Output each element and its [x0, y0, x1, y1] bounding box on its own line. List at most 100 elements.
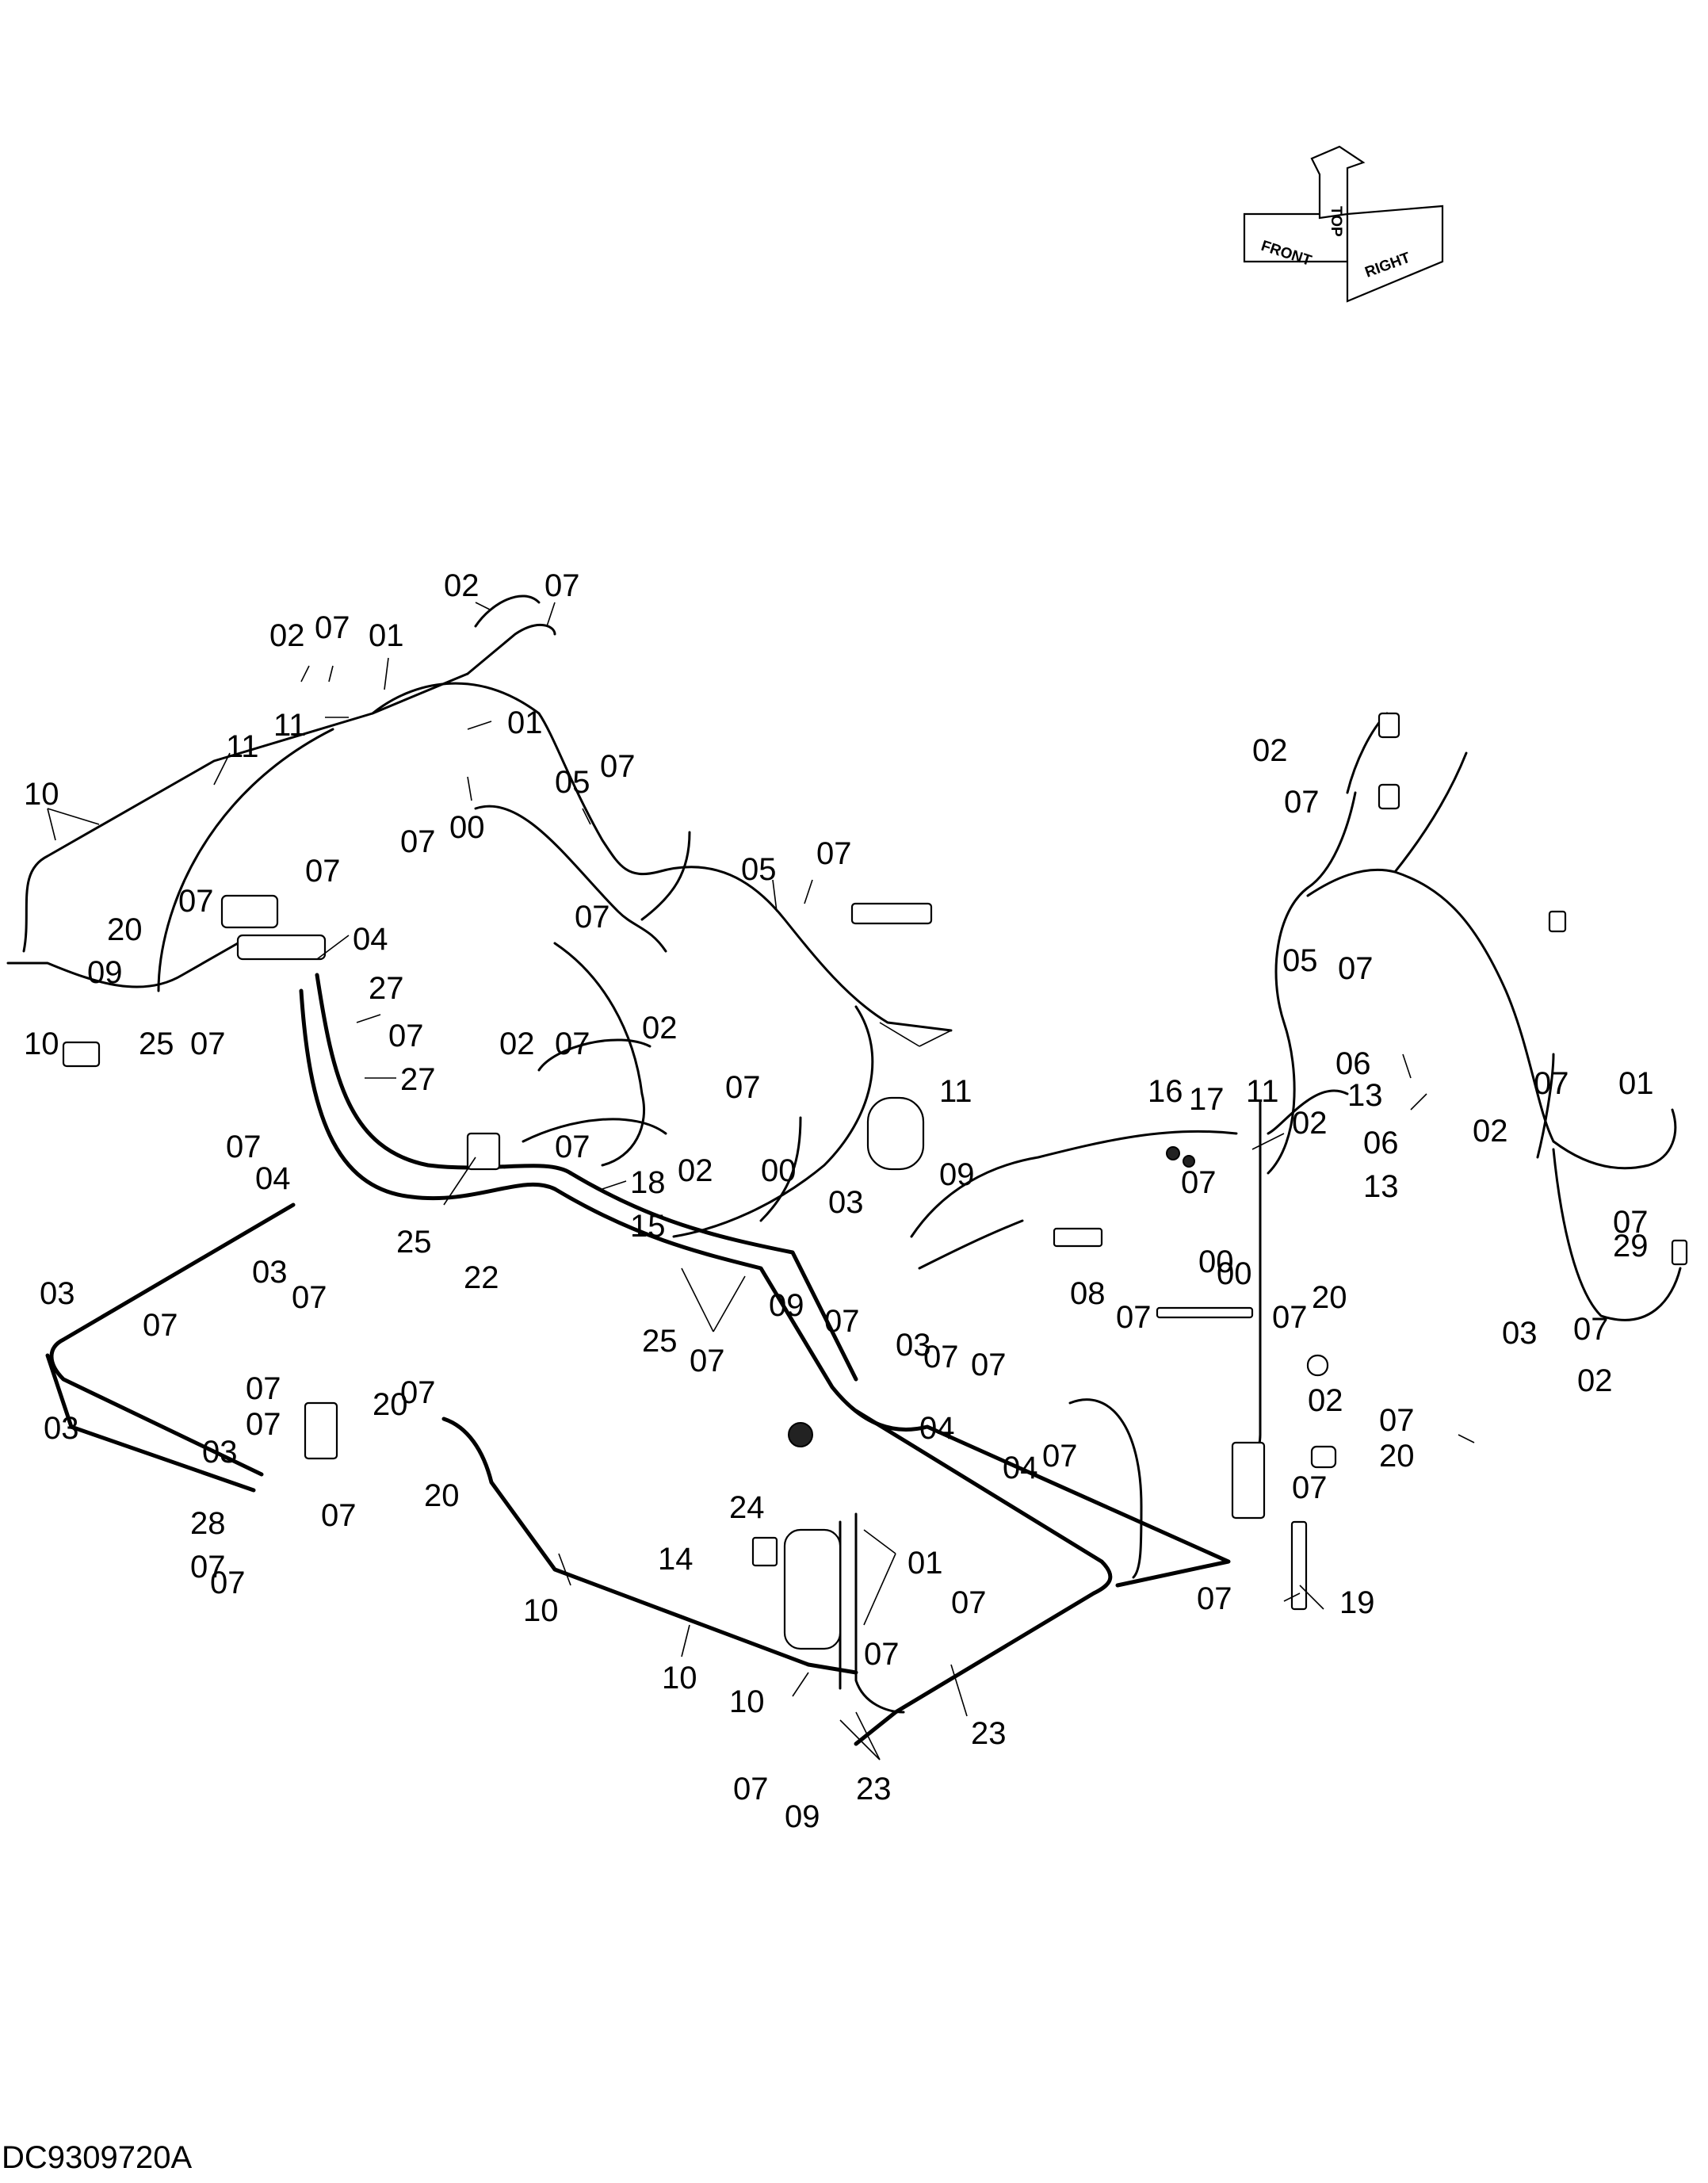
- callout: 07: [1573, 1312, 1609, 1347]
- wire-right-far: [1552, 1108, 1677, 1170]
- callout: 07: [388, 1019, 424, 1053]
- callout: 11: [226, 729, 259, 764]
- callout: 23: [856, 1772, 892, 1806]
- connector-round: [788, 1422, 813, 1447]
- callout: 07: [544, 568, 580, 603]
- callout: 05: [741, 852, 777, 887]
- callout: 10: [729, 1684, 765, 1719]
- wire-bottom-center: [854, 1512, 905, 1714]
- callout: 07: [1338, 951, 1374, 986]
- callout: 20: [1312, 1280, 1347, 1315]
- callout: 02: [678, 1153, 713, 1188]
- connector-right-top2: [1377, 783, 1400, 810]
- wire-frame-bottom: [854, 1409, 1113, 1746]
- callout: 10: [662, 1661, 697, 1696]
- fuse-box-right: [1231, 1441, 1266, 1520]
- callout: 03: [1502, 1316, 1538, 1351]
- wire-frame-right2: [568, 1171, 858, 1382]
- wire-right-top-a: [1306, 868, 1555, 1143]
- callout: 17: [1189, 1082, 1225, 1117]
- wire-center-d: [640, 831, 691, 921]
- callout: 03: [40, 1276, 75, 1311]
- callout: 07: [1292, 1470, 1328, 1505]
- callout: 09: [939, 1157, 975, 1192]
- callout: 02: [499, 1027, 535, 1061]
- wire-center-e: [672, 1005, 874, 1238]
- callout: 10: [523, 1593, 559, 1628]
- callout: 03: [252, 1255, 288, 1290]
- callout-labels: 02 07 02 07 01 11 01 11 10 05 07 07 00 0…: [24, 568, 1654, 1834]
- callout: 04: [255, 1161, 291, 1196]
- callout: 11: [939, 1074, 972, 1109]
- callout: 02: [1308, 1383, 1343, 1418]
- callout: 07: [143, 1308, 178, 1343]
- callout: 09: [769, 1288, 804, 1323]
- callout: 11: [1246, 1074, 1279, 1109]
- callout: 01: [1618, 1066, 1654, 1101]
- callout: 03: [896, 1328, 931, 1363]
- wire-right-mid2: [1267, 1089, 1349, 1135]
- components: [62, 712, 1688, 1650]
- callout: 00: [1198, 1244, 1234, 1279]
- callout: 01: [907, 1546, 943, 1581]
- callout: 25: [139, 1027, 174, 1061]
- callout: 07: [725, 1070, 761, 1105]
- grommet-17: [1183, 1155, 1195, 1168]
- callout: 28: [190, 1506, 226, 1541]
- callout: 27: [400, 1062, 436, 1097]
- callout: 13: [1363, 1169, 1399, 1204]
- wire-left-frame-top: [49, 1202, 296, 1477]
- compass-top-label: TOP: [1328, 206, 1344, 237]
- callout: 07: [321, 1498, 357, 1533]
- callout: 06: [1335, 1046, 1371, 1081]
- callout: 09: [785, 1799, 820, 1834]
- callout: 25: [396, 1225, 432, 1260]
- callout: 07: [1181, 1165, 1217, 1200]
- callout: 20: [424, 1478, 460, 1513]
- callout: 07: [400, 824, 436, 859]
- callout: 07: [864, 1637, 900, 1672]
- callout: 02: [269, 618, 305, 653]
- callout: 13: [1347, 1078, 1383, 1113]
- wire-center-a: [553, 942, 646, 1167]
- wire-center-f: [759, 1116, 802, 1222]
- connector-plug-left: [62, 1041, 101, 1068]
- wire-trunk-b: [315, 973, 573, 1176]
- callout: 07: [1116, 1300, 1152, 1335]
- callout: 07: [555, 1027, 590, 1061]
- wire-top-loop: [474, 594, 541, 628]
- wire-trunk-a: [299, 988, 557, 1201]
- sensor-20-right: [1310, 1445, 1337, 1469]
- callout: 07: [292, 1280, 327, 1315]
- callout: 07: [190, 1027, 226, 1061]
- callout: 19: [1339, 1585, 1375, 1620]
- junction-connector: [466, 1132, 501, 1171]
- callout: 07: [1197, 1581, 1232, 1616]
- sensor-20-upper: [1306, 1354, 1329, 1377]
- callout: 09: [87, 955, 123, 990]
- wire-right-far-down: [1552, 1148, 1682, 1321]
- wire-inner-loop-a: [157, 728, 334, 992]
- callout: 18: [630, 1165, 666, 1200]
- wire-inner-loop-b: [474, 805, 667, 953]
- callout: 07: [600, 749, 636, 784]
- callout: 00: [761, 1153, 797, 1188]
- callout: 20: [1379, 1439, 1415, 1474]
- grommet-16: [1166, 1146, 1180, 1160]
- callout: 20: [373, 1387, 408, 1422]
- callout: 07: [246, 1371, 281, 1406]
- control-module: [783, 1528, 842, 1650]
- callout: 07: [1272, 1300, 1308, 1335]
- callout: 07: [305, 854, 341, 889]
- callout: 08: [1070, 1276, 1106, 1311]
- fuse-holder: [236, 934, 327, 961]
- callout: 07: [246, 1407, 281, 1442]
- callout: 07: [816, 836, 852, 871]
- callout: 04: [1003, 1451, 1038, 1485]
- callout: 07: [1042, 1439, 1078, 1474]
- callout: 07: [971, 1348, 1007, 1382]
- wire-lower-left-loop: [441, 1416, 858, 1675]
- callout: 22: [464, 1260, 499, 1295]
- bracket-00-right: [1156, 1306, 1254, 1319]
- wire-left-frame-bottom: [45, 1353, 256, 1493]
